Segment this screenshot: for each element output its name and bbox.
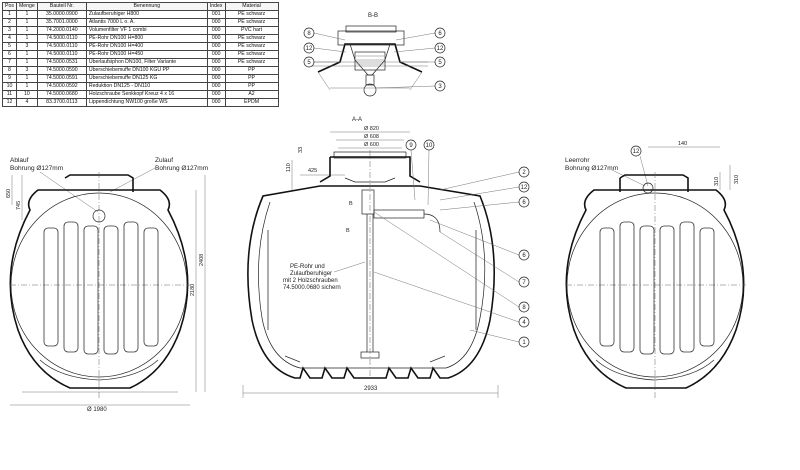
bb-callout-6: 6 [438,31,442,37]
bb-callouts: 8 12 5 6 12 5 3 [303,27,446,92]
aa-callout-4: 4 [522,320,526,326]
aa-callout-6b: 6 [522,253,526,259]
right-end-view: Leerrohr Bohrung Ø127mm 12 140 310 310 [565,141,746,398]
aa-section-mark-b-bottom: B [346,228,350,234]
aa-callout-9: 9 [409,143,413,149]
aa-callout-12: 12 [521,185,528,191]
bb-callout-12b: 12 [437,46,444,52]
leerrohr-label: Leerrohr [565,157,590,164]
section-bb-title: B-B [368,13,378,19]
dim-608: Ø 608 [364,134,379,140]
bom-header-row: Pos Menge Bauteil Nr. Benennung Index Ma… [2,2,279,11]
left-tank-outline [9,189,189,389]
bb-filter-body [354,51,386,71]
aa-siphon [423,213,441,233]
bb-callout-8: 8 [307,31,311,37]
right-tank-outline [565,189,745,389]
dim-2408: 2408 [199,254,205,266]
pe-rohr-note-line4: 74.5000.0680 sichern [283,285,341,291]
bb-dome-outline [317,43,423,73]
aa-dome-inner [344,177,396,183]
dim-110: 110 [286,163,292,172]
left-end-view: Ablauf Bohrung Ø127mm Zulauf Bohrung Ø12… [6,157,208,413]
dim-1980: Ø 1980 [87,407,107,413]
aa-filter [361,189,375,215]
right-callout-12: 12 [633,149,640,155]
right-ribs [595,221,715,381]
zulauf-left-bore-label: Bohrung Ø127mm [155,165,208,172]
pe-rohr-note-line3: mit 2 Holzschrauben [283,278,338,284]
bb-callout-3: 3 [438,84,442,90]
bb-outlet-pipe [363,83,377,97]
zulauf-left-label: Zulauf [155,157,173,164]
left-ablauf-hole [92,209,106,223]
left-ribs [39,221,159,381]
dim-600: Ø 600 [364,142,379,148]
dim-310b: 310 [734,175,740,184]
section-bb-view: B-B 8 12 5 6 12 5 3 [303,13,446,97]
bill-of-materials-table: Pos Menge Bauteil Nr. Benennung Index Ma… [2,2,279,107]
left-dims: 650 745 2408 2180 Ø 1980 [6,175,206,413]
aa-callout-10: 10 [426,143,433,149]
dim-33: 33 [298,147,304,153]
dim-2180: 2180 [190,284,196,296]
bom-cell-benennung: Lippendichtung NW100 große WS [85,98,208,107]
aa-callout-7: 7 [522,280,526,286]
bb-outlet-neck [365,74,375,86]
dim-140: 140 [678,141,687,147]
section-aa-title: A-A [352,117,362,123]
left-neck [64,174,134,192]
aa-callout-1: 1 [522,340,526,346]
bom-cell-material: EPDM [224,98,279,107]
aa-dome [319,156,421,183]
ablauf-label: Ablauf [10,157,29,164]
bb-lid [337,30,405,46]
section-aa-view: A-A Ø 820 Ø 608 Ø 600 33 425 110 B B [242,117,530,398]
aa-section-mark-b-top: B [349,201,353,207]
dim-745: 745 [16,201,22,210]
aa-callout-2: 2 [522,170,526,176]
leerrohr-bore-label: Bohrung Ø127mm [565,165,618,172]
bb-lid-top [345,25,397,33]
aa-right-callouts: 2 12 6 6 7 8 4 1 [373,166,530,348]
aa-tank-inner [258,201,486,369]
pe-rohr-note-line2: Zulaufberuhiger [290,271,332,277]
ablauf-bore-label: Bohrung Ø127mm [10,165,63,172]
dim-650: 650 [6,189,12,198]
bom-cell-pos: 12 [2,98,17,107]
pe-rohr-note-line1: PE-Rohr und [290,264,325,270]
dim-310a: 310 [714,177,720,186]
aa-ribs [267,230,477,363]
dim-2933: 2933 [364,386,378,392]
dim-425: 425 [308,168,317,174]
right-leerrohr-hole [642,182,654,194]
aa-callout-8: 8 [522,305,526,311]
dim-820: Ø 820 [364,126,379,132]
bb-callout-5: 5 [307,60,311,66]
bb-callout-12: 12 [306,46,313,52]
right-neck [619,174,689,192]
aa-callout-6a: 6 [522,200,526,206]
bb-callout-5b: 5 [438,60,442,66]
